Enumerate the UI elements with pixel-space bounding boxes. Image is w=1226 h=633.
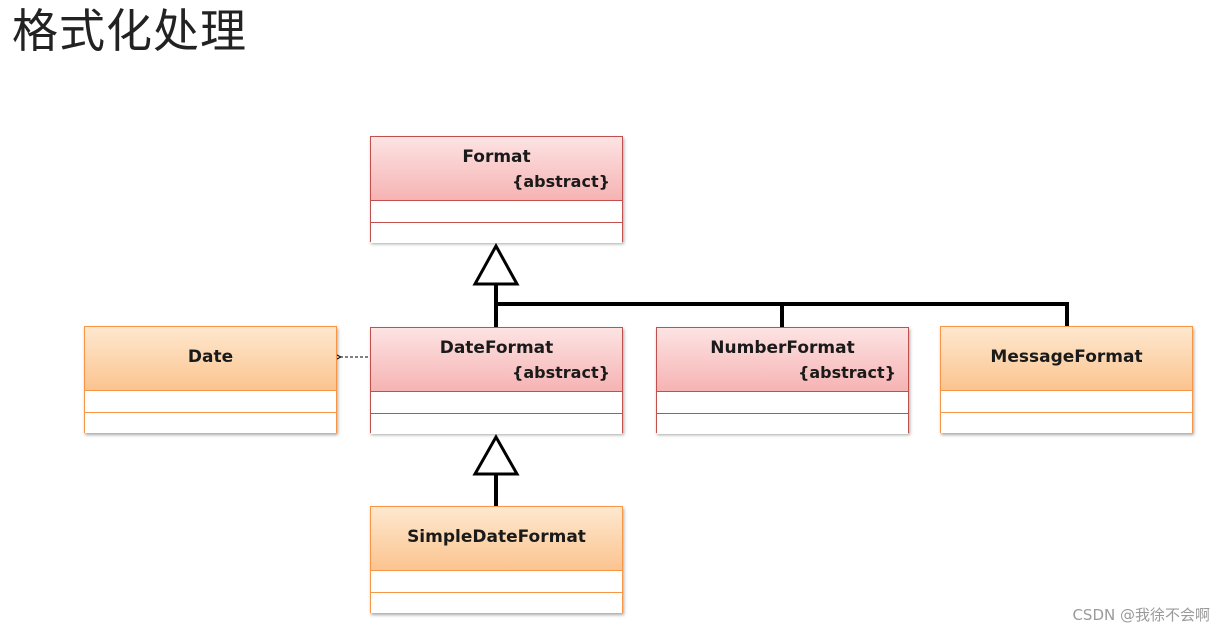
- class-format-name: Format: [462, 147, 531, 167]
- class-simpledateformat-operations: [371, 592, 622, 613]
- class-simpledateformat-header: SimpleDateFormat: [371, 507, 622, 571]
- class-dateformat: DateFormat {abstract}: [370, 327, 623, 434]
- class-date-operations: [85, 412, 336, 433]
- class-dateformat-header: DateFormat {abstract}: [371, 328, 622, 392]
- class-simpledateformat-name: SimpleDateFormat: [407, 527, 586, 547]
- class-format-stereotype: {abstract}: [511, 172, 610, 191]
- class-messageformat-header: MessageFormat: [941, 327, 1192, 391]
- class-date-name: Date: [187, 347, 234, 367]
- page-title: 格式化处理: [12, 4, 247, 58]
- watermark: CSDN @我徐不会啊: [1072, 606, 1210, 624]
- class-numberformat-name: NumberFormat: [710, 338, 855, 358]
- inherit-triangle-format: [472, 242, 520, 286]
- class-simpledateformat: SimpleDateFormat: [370, 506, 623, 613]
- class-numberformat-operations: [657, 413, 908, 434]
- class-numberformat: NumberFormat {abstract}: [656, 327, 909, 434]
- class-format: Format {abstract}: [370, 136, 623, 243]
- class-format-operations: [371, 222, 622, 243]
- class-dateformat-attributes: [371, 392, 622, 413]
- class-numberformat-attributes: [657, 392, 908, 413]
- class-messageformat-name: MessageFormat: [990, 347, 1143, 367]
- class-messageformat: MessageFormat: [940, 326, 1193, 433]
- class-format-attributes: [371, 201, 622, 222]
- class-date-header: Date: [85, 327, 336, 391]
- class-messageformat-operations: [941, 412, 1192, 433]
- inherit-triangle-dateformat: [472, 433, 520, 476]
- class-numberformat-stereotype: {abstract}: [797, 363, 896, 382]
- class-date: Date: [84, 326, 337, 433]
- class-format-header: Format {abstract}: [371, 137, 622, 201]
- class-numberformat-header: NumberFormat {abstract}: [657, 328, 908, 392]
- class-dateformat-operations: [371, 413, 622, 434]
- class-dateformat-stereotype: {abstract}: [511, 363, 610, 382]
- class-dateformat-name: DateFormat: [439, 338, 554, 358]
- class-date-attributes: [85, 391, 336, 412]
- class-simpledateformat-attributes: [371, 571, 622, 592]
- class-messageformat-attributes: [941, 391, 1192, 412]
